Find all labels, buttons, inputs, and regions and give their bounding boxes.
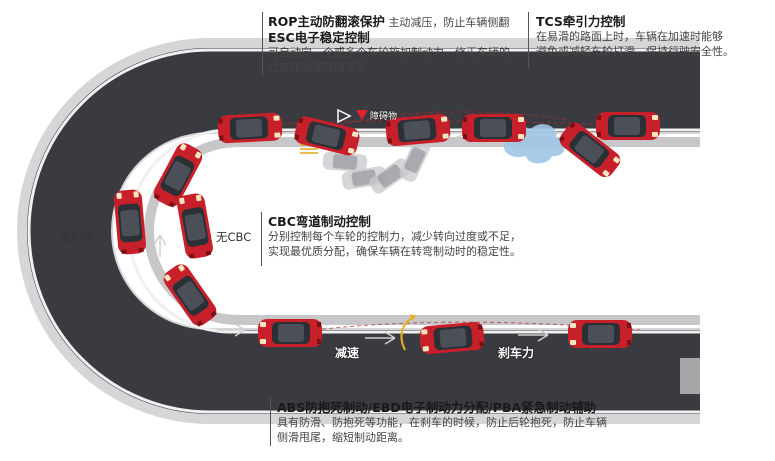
car-bottom-2 (418, 321, 486, 355)
cbc-desc-line-1: 分别控制每个车轮的控制力，减少转向过度或不足， (268, 230, 521, 243)
divider-cbc (261, 212, 262, 266)
tcs-desc-line-2: 避免或减轻车轮打滑，保持行驶安全性。 (536, 45, 734, 58)
label-decelerate: 减速 (335, 346, 360, 360)
esc-desc-line-1: 可自动向一个或多个车轮施加制动力，修正车辆的 (268, 46, 510, 59)
car-top-4 (462, 114, 526, 142)
abs-desc-line-2: 侧滑甩尾，缩短制动距离。 (277, 431, 409, 444)
label-no-cbc-inner: 无CBC (216, 230, 252, 244)
esc-desc-line-2: 过度转向或转向不足。 (268, 61, 378, 74)
car-top-1 (217, 112, 283, 144)
watermark-overlay (680, 358, 775, 394)
road-edge-line-outer (27, 48, 700, 414)
esc-title: ESC电子稳定控制 (268, 30, 370, 45)
car-bottom-1 (258, 319, 322, 347)
tcs-desc-line-1: 在易滑的路面上时，车辆在加速时能够 (536, 30, 723, 43)
label-no-cbc-outer: 无CBC (60, 230, 96, 244)
rop-esc-callout: ROP主动防翻滚保护 主动减压，防止车辆侧翻 ESC电子稳定控制 可自动向一个或… (268, 14, 523, 75)
rop-title: ROP主动防翻滚保护 (268, 14, 385, 29)
obstacle-play-icon (337, 108, 352, 124)
cbc-desc-line-2: 实现最优质分配，确保车辆在转弯制动时的稳定性。 (268, 245, 521, 258)
divider-rop (262, 12, 263, 76)
label-obstacle: 障碍物 (370, 112, 398, 122)
car-bottom-3 (568, 320, 632, 348)
abs-title: ABS防抱死制动/EBD电子制动力分配/PBA紧急制动辅助 (277, 400, 597, 415)
car-left-2 (113, 188, 147, 256)
road-surface (27, 47, 700, 414)
label-braking-force: 刹车力 (498, 346, 535, 360)
abs-callout: ABS防抱死制动/EBD电子制动力分配/PBA紧急制动辅助 具有防滑、防抱死等功… (277, 400, 617, 445)
road-island (140, 136, 700, 326)
obstacle-warning-icon (356, 110, 368, 120)
car-top-6 (596, 112, 660, 140)
divider-abs (270, 398, 271, 446)
rop-title-note: 主动减压，防止车辆侧翻 (388, 16, 510, 29)
abs-desc-line-1: 具有防滑、防抱死等功能，在刹车的时候，防止后轮抱死，防止车辆 (277, 416, 607, 429)
yellow-curve-arrow (400, 317, 413, 351)
tcs-callout: TCS牵引力控制 在易滑的路面上时，车辆在加速时能够 避免或减轻车轮打滑，保持行… (536, 14, 766, 59)
cbc-title: CBC弯道制动控制 (268, 214, 371, 229)
tcs-title: TCS牵引力控制 (536, 14, 626, 29)
cbc-callout: CBC弯道制动控制 分别控制每个车轮的控制力，减少转向过度或不足， 实现最优质分… (268, 214, 538, 259)
divider-tcs (528, 12, 529, 68)
